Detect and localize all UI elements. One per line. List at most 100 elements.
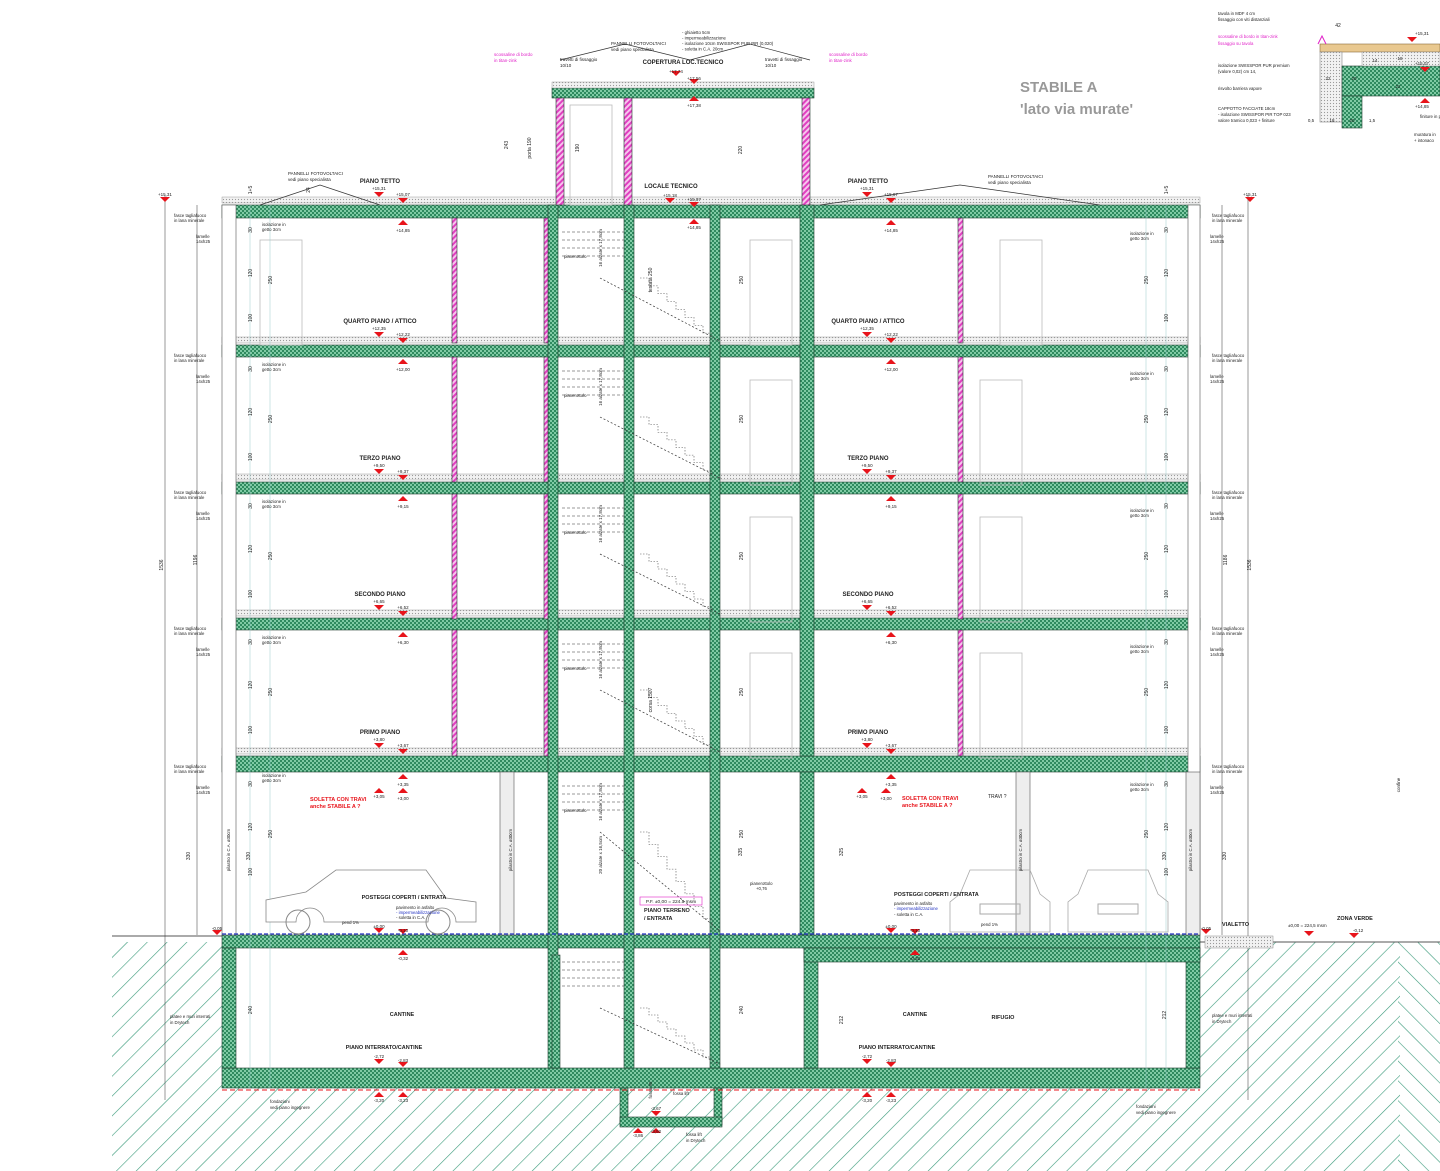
paving-note: - impermeabilizzazione — [396, 910, 441, 915]
level-value: -0,10 — [398, 928, 409, 933]
level-marker — [374, 332, 384, 337]
dimension-text: 100 — [1164, 314, 1170, 323]
battens-note: 10/10 — [765, 63, 777, 68]
dimension-text: 120 — [248, 681, 254, 690]
partition-wall — [451, 217, 458, 344]
level-marker — [374, 1092, 384, 1097]
level-value: ±0,00 = 224,5 msm — [1288, 923, 1327, 928]
level-value: -2,72 — [862, 1054, 873, 1059]
level-value: -0,10 — [910, 928, 921, 933]
level-marker — [398, 1092, 408, 1097]
level-value: -0,05 — [212, 926, 223, 931]
firebreak-note: fasce tagliafuoco — [174, 353, 207, 358]
basement-label: PIANO INTERRATO/CANTINE — [859, 1045, 936, 1051]
insulation-note: isolazione in — [262, 635, 286, 640]
stair-flight — [599, 416, 721, 479]
detail-note: fissaggio con viti distanziali — [1218, 17, 1270, 22]
firebreak-note: in lana minerale — [1212, 218, 1243, 223]
level-marker — [398, 220, 408, 225]
dimension-text: 250 — [1144, 415, 1150, 424]
firebreak-note: in lana minerale — [1212, 358, 1243, 363]
detail-note: valore tramico 0,023 + finiture — [1218, 118, 1275, 123]
waterproof-note: in Drytech — [170, 1020, 190, 1025]
level-value: +15,31 — [1243, 192, 1257, 197]
pit-note: fossa lift — [686, 1132, 703, 1137]
paving-note: - soletta in C.A. — [894, 912, 923, 917]
insulation-note: getto 3cm — [1130, 787, 1149, 792]
level-marker — [374, 788, 384, 793]
level-value: -2,83 — [886, 1058, 897, 1063]
floor-name: SECONDO PIANO — [354, 592, 405, 598]
core-wall-right — [799, 771, 815, 936]
level-value: +14,85 — [1415, 104, 1429, 109]
level-marker — [886, 632, 896, 637]
level-marker — [374, 743, 384, 748]
firebreak-note: fasce tagliafuoco — [1212, 764, 1245, 769]
dimension-text: 30 — [248, 227, 254, 233]
level-marker — [398, 1062, 408, 1067]
level-value: +9,50 — [373, 463, 385, 468]
dimension-text: 120 — [248, 408, 254, 417]
level-value: +3,00 — [880, 796, 892, 801]
slats-note: 14xh25 — [196, 239, 211, 244]
floor-name: PIANO TETTO — [848, 179, 889, 185]
insulation-note: getto 3cm — [1130, 376, 1149, 381]
partition-wall — [957, 629, 964, 757]
level-marker — [398, 359, 408, 364]
level-marker — [862, 332, 872, 337]
slope-text: pend 1% — [981, 922, 998, 927]
core-wall-right — [799, 204, 815, 757]
level-marker — [886, 198, 896, 203]
lift-pit-floor — [619, 1116, 723, 1128]
pit-label: fossa lift — [673, 1091, 690, 1096]
level-value: +3,67 — [885, 743, 897, 748]
tech-roof-label: COPERTURA LOC.TECNICO — [643, 60, 724, 66]
firebreak-note: fasce tagliafuoco — [174, 213, 207, 218]
dimension-text: 120 — [1164, 681, 1170, 690]
beam-question: TRAVI ? — [988, 794, 1007, 800]
level-marker — [651, 1111, 661, 1116]
car-wheel — [425, 909, 451, 935]
level-value: +3,35 — [397, 782, 409, 787]
level-marker — [398, 749, 408, 754]
level-marker — [1407, 37, 1417, 42]
partition-wall — [451, 356, 458, 483]
insulation-note: isolazione in — [1130, 508, 1154, 513]
detail-roof-insulation — [1361, 51, 1440, 67]
stair-flight-text: 20 alzate x 16,5cm — [598, 836, 603, 874]
dimension-text: 1+5 — [1164, 186, 1170, 195]
core-wall — [709, 204, 721, 1069]
dimension-text: 30 — [248, 781, 254, 787]
level-marker — [1349, 933, 1359, 938]
dimension-text: 30 — [1164, 366, 1170, 372]
level-marker — [886, 749, 896, 754]
stair-flight-text: 16 alzate x 17,8cm — [598, 368, 603, 406]
firebreak-note: fasce tagliafuoco — [174, 764, 207, 769]
level-value: +17,56 — [687, 76, 701, 81]
level-marker — [886, 774, 896, 779]
dimension-text: 212 — [839, 1016, 845, 1025]
dimension-text: 30 — [1164, 503, 1170, 509]
dimension-text: 1536 — [1247, 559, 1253, 570]
firebreak-note: fasce tagliafuoco — [174, 626, 207, 631]
basement-wall-left — [221, 947, 237, 1069]
paving-note: pavimento in asfalto — [396, 905, 435, 910]
level-value: +15,07 — [687, 197, 701, 202]
column — [499, 771, 515, 936]
firebreak-note: in lana minerale — [174, 631, 205, 636]
level-marker — [374, 605, 384, 610]
dimension-text: 120 — [1164, 545, 1170, 554]
tech-roof-slab — [551, 87, 815, 99]
pv-note: vedi piano specialista — [611, 47, 654, 52]
level-marker — [1420, 67, 1430, 72]
detail-note: - isolazione SWISSPOR PIR TOP 023 — [1218, 112, 1291, 117]
level-value: -2,83 — [398, 1058, 409, 1063]
dimension-text: 30 — [1164, 227, 1170, 233]
insulation-note: getto 3cm — [262, 367, 281, 372]
detail-note: muratura in — [1414, 132, 1436, 137]
insulation-note: isolazione in — [1130, 371, 1154, 376]
level-value: +6,52 — [397, 605, 409, 610]
dimension-text: 100 — [1164, 868, 1170, 877]
foundation-note: fondazioni — [270, 1099, 290, 1104]
car-plate — [979, 903, 1021, 915]
